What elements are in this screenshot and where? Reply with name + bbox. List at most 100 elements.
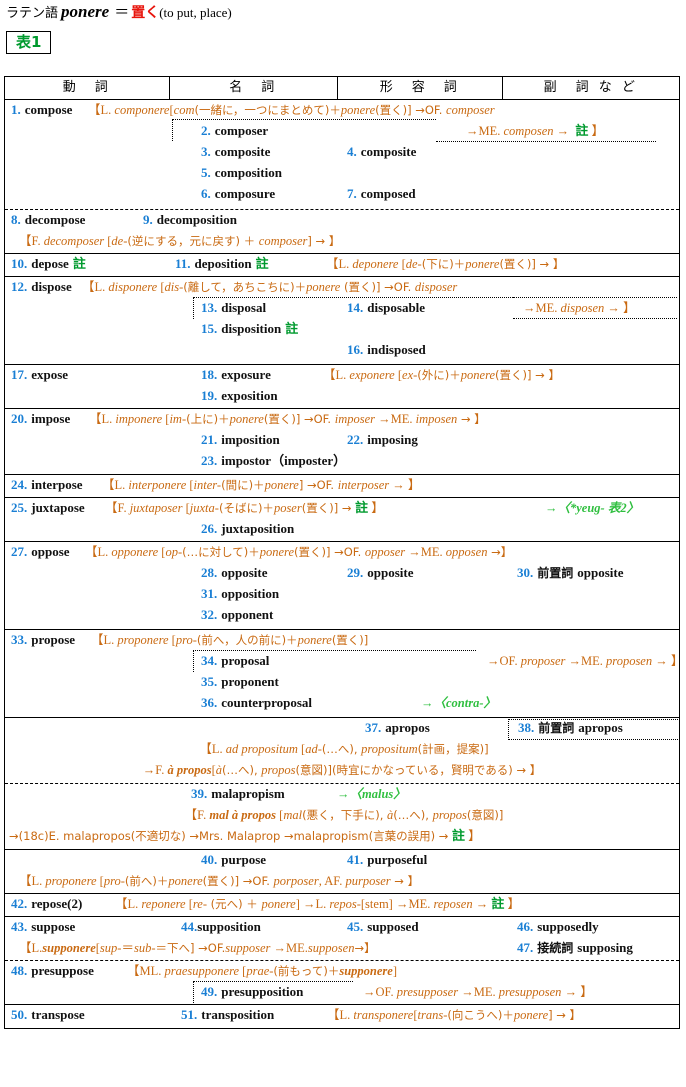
etymology-compose-cont: →ME. composen → 註 】: [466, 124, 605, 139]
etymology-presuppose-cont: →OF. presupposer →ME. presupposen → 】: [363, 985, 593, 999]
entry-word-composure: composure: [214, 186, 276, 201]
entry-word-expose: expose: [31, 367, 69, 382]
entry-word-supposition: supposition: [197, 919, 261, 934]
entry-group-malapropism: 39. malapropism →〈malus〉 【F. mal à propo…: [5, 784, 679, 850]
entry-word-dispose: dispose: [31, 279, 72, 294]
entry-word-apropos-adj: apropos: [385, 720, 430, 735]
entry-word-malapropism: malapropism: [211, 786, 285, 801]
etymology-decompose: 【F. decomposer [de-(逆にする，元に戻す) ＋ compose…: [19, 234, 341, 248]
entry-word-disposal: disposal: [221, 300, 267, 315]
entry-word-apropos-prep: apropos: [578, 720, 623, 735]
etymology-purpose: 【L. proponere [pro-(前へ)＋ponere(置く)] →OF.…: [19, 874, 420, 888]
pos-label-conjunction: 接続詞: [537, 941, 574, 955]
etymology-malapropism-1: 【F. mal à propos [mal(悪く，下手に), à(…へ), pr…: [184, 808, 504, 822]
etymology-impose: 【L. imponere [im-(上に)＋ponere(置く)] →OF. i…: [89, 412, 486, 426]
etymology-table: 動 詞 名 詞 形 容 詞 副 詞 な ど 1. compose 【L. com…: [4, 76, 683, 1029]
entry-group-presuppose: 48. presuppose 【ML. praesupponere [prae-…: [5, 961, 679, 1005]
entry-word-impostor: impostor（imposter）: [221, 453, 347, 468]
entry-word-composer: composer: [214, 123, 269, 138]
entry-word-opposite-n: opposite: [221, 565, 268, 580]
title-equals: ＝: [114, 5, 130, 21]
column-header-adverb: 副 詞 な ど: [501, 77, 679, 99]
cross-ref-contra: →〈contra-〉: [421, 696, 497, 710]
etymology-malapropism-2: →(18c)E. malapropos(不適切な) →Mrs. Malaprop…: [9, 829, 481, 844]
entry-word-decomposition: decomposition: [156, 212, 237, 227]
note-marker: 註: [355, 501, 369, 516]
entry-group-apropos: 37. apropos 38. 前置詞 apropos 【L. ad propo…: [5, 718, 680, 784]
entry-word-imposition: imposition: [221, 432, 280, 447]
etymology-repose: 【L. reponere [re- (元へ) ＋ ponere] →L. rep…: [115, 897, 520, 912]
entry-word-exposition: exposition: [221, 388, 278, 403]
entry-word-depose: depose: [31, 256, 69, 271]
etymology-compose: 【L. componere[com(一緒に，一つにまとめて)＋ponere(置く…: [88, 103, 495, 117]
entry-word-oppose: oppose: [31, 544, 70, 559]
entry-group-dispose: 12. dispose 【L. disponere [dis-(離して，あちこち…: [5, 277, 679, 365]
etymology-transpose: 【L. transponere[trans-(向こうへ)＋ponere] → 】: [327, 1008, 582, 1022]
pos-label-preposition: 前置詞: [537, 566, 574, 580]
entry-word-imposing: imposing: [367, 432, 418, 447]
entry-number: 1.: [11, 102, 21, 117]
etymology-presuppose: 【ML. praesupponere [prae-(前もって)＋supponer…: [127, 964, 397, 978]
entry-word-proponent: proponent: [221, 674, 279, 689]
entry-word-counterproposal: counterproposal: [221, 695, 313, 710]
title-jp-meaning: 置く: [131, 5, 160, 21]
entry-word-presupposition: presupposition: [221, 984, 304, 999]
table-number-badge: 表1: [6, 31, 52, 54]
etymology-juxtapose: 【F. juxtaposer [juxta-(そばに)＋poser(置く)] →…: [105, 501, 384, 516]
entry-group-oppose: 27. oppose 【L. opponere [op-(…に対して)＋pone…: [5, 542, 679, 630]
entry-word-proposal: proposal: [221, 653, 270, 668]
entry-group-transpose: 50. transpose 51. transposition 【L. tran…: [5, 1005, 679, 1028]
entry-word-transposition: transposition: [201, 1007, 275, 1022]
entry-word-composite-n: composite: [214, 144, 271, 159]
entry-number: 2.: [201, 123, 211, 138]
entry-word-composition: composition: [214, 165, 282, 180]
entry-word-compose: compose: [24, 102, 73, 117]
entry-word-opponent: opponent: [221, 607, 274, 622]
entry-group-interpose: 24. interpose 【L. interponere [inter-(間に…: [5, 475, 679, 498]
entry-word-disposition: disposition: [221, 321, 282, 336]
entry-word-supposing: supposing: [577, 940, 633, 955]
etymology-apropos-2: →F. à propos[à(…へ), propos(意図)](時宜にかなってい…: [142, 763, 542, 777]
entry-word-opposite-prep: opposite: [577, 565, 624, 580]
entry-word-presuppose: presuppose: [31, 963, 94, 978]
title-latin-word: ponere: [61, 2, 110, 21]
entry-group-depose: 10. depose 註 11. deposition 註 【L. depone…: [5, 254, 679, 277]
entry-word-opposition: opposition: [221, 586, 280, 601]
etymology-interpose: 【L. interponere [inter-(間に)＋ponere] →OF.…: [102, 478, 421, 492]
table-header-row: 動 詞 名 詞 形 容 詞 副 詞 な ど: [5, 77, 679, 100]
etymology-apropos-1: 【L. ad propositum [ad-(…へ), propositum(計…: [199, 742, 489, 756]
entry-word-indisposed: indisposed: [367, 342, 426, 357]
entry-word-purpose: purpose: [221, 852, 267, 867]
etymology-oppose: 【L. opponere [op-(…に対して)＋ponere(置く)] →OF…: [85, 545, 513, 559]
entry-word-disposable: disposable: [367, 300, 426, 315]
entry-word-composite-a: composite: [360, 144, 417, 159]
note-marker: 註: [491, 897, 505, 912]
entry-word-transpose: transpose: [31, 1007, 85, 1022]
pos-label-preposition: 前置詞: [538, 721, 575, 735]
note-marker: 註: [575, 124, 589, 139]
entry-group-suppose: 43. suppose 44.supposition 45. supposed …: [5, 917, 679, 961]
cross-ref-malus: →〈malus〉: [337, 787, 406, 801]
entry-group-impose: 20. impose 【L. imponere [im-(上に)＋ponere(…: [5, 409, 679, 475]
entry-word-impose: impose: [31, 411, 71, 426]
entry-word-suppose: suppose: [31, 919, 76, 934]
entry-group-expose: 17. expose 18. exposure 【L. exponere [ex…: [5, 365, 679, 409]
etymology-propose: 【L. proponere [pro-(前へ，人の前に)＋ponere(置く)]: [91, 633, 369, 647]
etymology-dispose-cont: →ME. disposen → 】: [523, 301, 636, 315]
column-header-noun: 名 詞: [168, 77, 338, 99]
entry-word-juxtapose: juxtapose: [31, 500, 85, 515]
entry-group-propose: 33. propose 【L. proponere [pro-(前へ，人の前に)…: [5, 630, 683, 718]
note-marker: 註: [285, 322, 299, 337]
entry-word-juxtaposition: juxtaposition: [221, 521, 295, 536]
column-header-adj: 形 容 詞: [337, 77, 502, 99]
note-marker: 註: [255, 257, 269, 272]
entry-group-purpose: 40. purpose 41. purposeful 【L. proponere…: [5, 850, 679, 894]
entry-word-propose: propose: [31, 632, 76, 647]
entry-word-decompose: decompose: [24, 212, 86, 227]
note-marker: 註: [72, 257, 86, 272]
etymology-expose: 【L. exponere [ex-(外に)＋ponere(置く)] → 】: [323, 368, 560, 382]
note-marker: 註: [452, 829, 466, 844]
entry-group-repose: 42. repose(2) 【L. reponere [re- (元へ) ＋ p…: [5, 894, 679, 917]
